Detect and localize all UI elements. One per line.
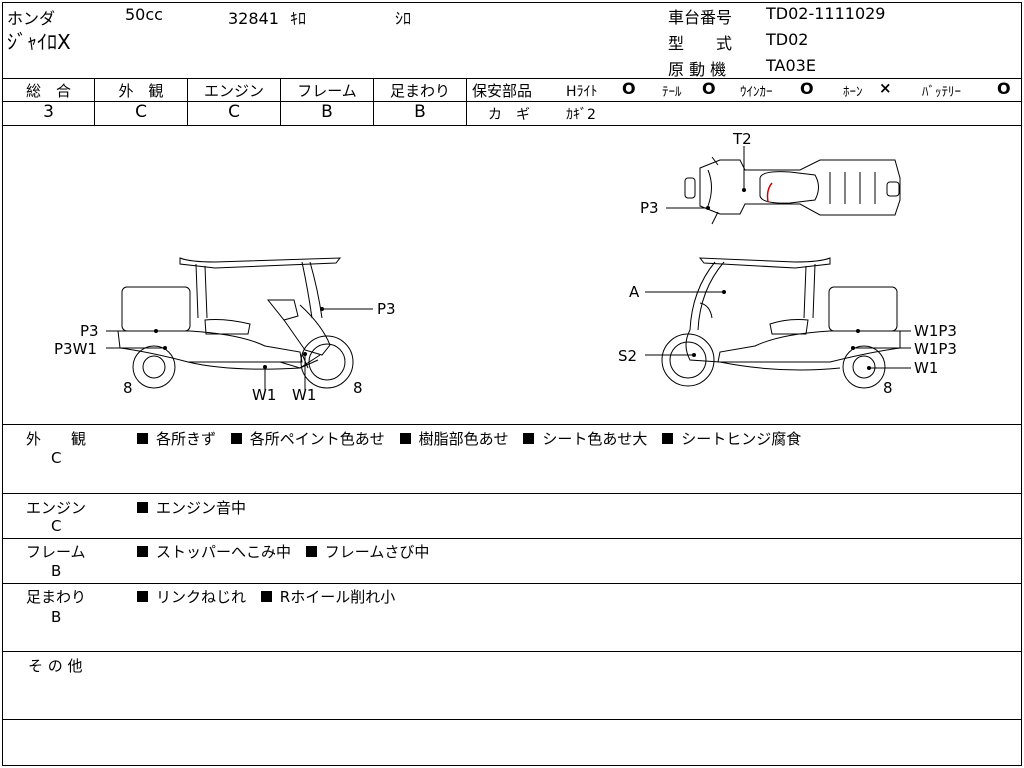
remark-item: 各所ペイント色あせ bbox=[249, 430, 385, 448]
horn-label: ﾎｰﾝ bbox=[843, 85, 863, 100]
divider bbox=[373, 78, 374, 125]
divider bbox=[94, 78, 95, 125]
mark-right-a: A bbox=[629, 283, 640, 301]
divider bbox=[187, 78, 188, 125]
mileage-unit: ｷﾛ bbox=[290, 9, 307, 28]
remarks-exterior-label: 外 観 bbox=[26, 430, 87, 448]
remark-item: シートヒンジ腐食 bbox=[681, 430, 802, 448]
tail-status: O bbox=[702, 79, 716, 98]
frame-grade: B bbox=[321, 102, 333, 122]
remarks-other-label: そ の 他 bbox=[28, 657, 83, 675]
frame-no-label: 車台番号 bbox=[668, 8, 733, 27]
displacement: 50cc bbox=[125, 5, 163, 24]
divider bbox=[2, 101, 1022, 102]
mileage: 32841 ｷﾛ bbox=[228, 5, 306, 29]
key-value: ｶｷﾞ2 bbox=[566, 107, 596, 123]
scooter-left-side-view bbox=[117, 257, 354, 389]
mark-top-p3: P3 bbox=[640, 199, 659, 217]
remark-item: フレームさび中 bbox=[324, 543, 430, 561]
frame-label: フレーム bbox=[297, 82, 357, 100]
remarks-suspension-grade: B bbox=[51, 608, 62, 626]
engine-type-value: TA03E bbox=[766, 56, 816, 75]
divider bbox=[2, 493, 1022, 494]
divider bbox=[466, 78, 467, 125]
overall-label: 総 合 bbox=[25, 82, 71, 100]
remark-item: リンクねじれ bbox=[156, 588, 247, 606]
divider bbox=[2, 651, 1022, 652]
divider bbox=[2, 583, 1022, 584]
mark-right-w1p3-b: W1P3 bbox=[914, 340, 957, 358]
remarks-suspension-label: 足まわり bbox=[26, 588, 87, 606]
horn-status: × bbox=[879, 79, 892, 97]
remarks-frame-grade: B bbox=[51, 562, 62, 580]
headlight-label: Hﾗｲﾄ bbox=[566, 84, 598, 100]
remark-item: エンジン音中 bbox=[156, 499, 247, 517]
frame-no: TD02-1111029 bbox=[766, 4, 886, 23]
damage-diagram: T2 P3 P3 P3 P3W1 W1 W1 8 8 A S2 W1P3 W1P… bbox=[54, 130, 957, 404]
divider bbox=[2, 125, 1022, 126]
mark-right-8: 8 bbox=[883, 379, 893, 397]
mark-right-w1p3-a: W1P3 bbox=[914, 322, 957, 340]
model-name: ｼﾞｬｲﾛX bbox=[7, 30, 71, 54]
suspension-label: 足まわり bbox=[389, 82, 450, 100]
mark-left-8-rear: 8 bbox=[123, 379, 133, 397]
remarks-frame-label: フレーム bbox=[26, 543, 86, 561]
divider bbox=[2, 719, 1022, 720]
remarks-suspension-items: リンクねじれ Rホイール削れ小 bbox=[137, 586, 405, 607]
remarks-exterior-grade: C bbox=[51, 449, 62, 467]
type-label: 型 式 bbox=[668, 34, 733, 53]
key-label: カ ギ bbox=[488, 107, 530, 123]
engine-label: エンジン bbox=[203, 82, 264, 100]
remarks-engine-items: エンジン音中 bbox=[137, 497, 256, 518]
mark-left-p3w1: P3W1 bbox=[54, 340, 97, 358]
scooter-top-view bbox=[684, 156, 901, 225]
type-value: TD02 bbox=[766, 30, 809, 49]
winker-status: O bbox=[800, 79, 814, 98]
remark-item: シート色あせ大 bbox=[542, 430, 648, 448]
mark-left-p3-seat: P3 bbox=[80, 322, 99, 340]
remarks-engine-label: エンジン bbox=[26, 499, 87, 517]
exterior-label: 外 観 bbox=[118, 82, 164, 100]
mark-left-p3-upper: P3 bbox=[377, 300, 396, 318]
maker: ホンダ bbox=[7, 9, 56, 28]
safety-parts-label: 保安部品 bbox=[472, 82, 533, 100]
remark-item: 樹脂部色あせ bbox=[418, 430, 509, 448]
divider bbox=[280, 78, 281, 125]
battery-status: O bbox=[997, 79, 1011, 98]
mark-left-w1-b: W1 bbox=[292, 386, 316, 404]
remark-item: Rホイール削れ小 bbox=[279, 588, 396, 606]
scooter-right-side-view bbox=[661, 257, 901, 389]
winker-label: ｳｲﾝｶｰ bbox=[740, 85, 773, 100]
mark-left-w1-a: W1 bbox=[252, 386, 276, 404]
remark-item: ストッパーへこみ中 bbox=[156, 543, 292, 561]
mark-right-w1: W1 bbox=[914, 359, 938, 377]
remarks-frame-items: ストッパーへこみ中 フレームさび中 bbox=[137, 541, 439, 562]
divider bbox=[2, 538, 1022, 539]
exterior-grade: C bbox=[135, 102, 147, 122]
battery-label: ﾊﾞｯﾃﾘｰ bbox=[922, 85, 961, 100]
mark-top-t2: T2 bbox=[732, 130, 752, 148]
remarks-exterior-items: 各所きず 各所ペイント色あせ 樹脂部色あせ シート色あせ大 シートヒンジ腐食 bbox=[137, 428, 811, 449]
divider bbox=[2, 424, 1022, 425]
suspension-grade: B bbox=[414, 102, 426, 122]
mark-left-8-front: 8 bbox=[353, 379, 363, 397]
color: ｼﾛ bbox=[395, 9, 412, 28]
mileage-value: 32841 bbox=[228, 9, 279, 28]
engine-grade: C bbox=[228, 102, 240, 122]
overall-grade: 3 bbox=[43, 102, 54, 122]
divider bbox=[2, 78, 1022, 79]
remarks-engine-grade: C bbox=[51, 517, 62, 535]
tail-label: ﾃｰﾙ bbox=[662, 85, 682, 100]
headlight-status: O bbox=[622, 79, 636, 98]
remark-item: 各所きず bbox=[156, 430, 217, 448]
engine-type-label: 原 動 機 bbox=[668, 60, 727, 79]
mark-right-s2: S2 bbox=[618, 347, 637, 365]
